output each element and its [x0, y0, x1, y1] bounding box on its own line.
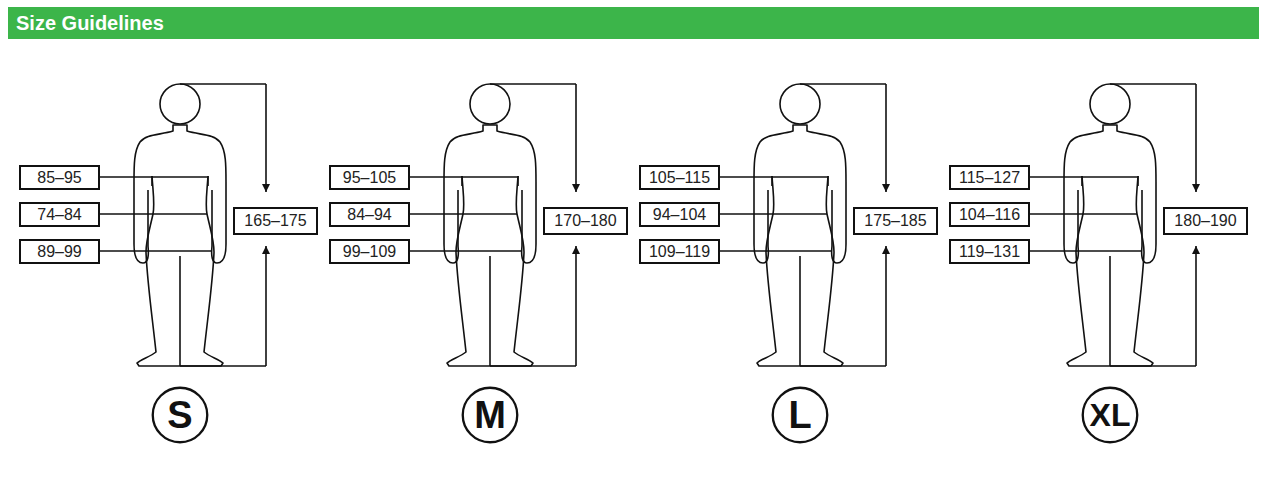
- measure-range: 119–131: [959, 243, 1020, 261]
- height-range-box: 180–190: [1163, 207, 1248, 235]
- measure-range: 74–84: [37, 206, 82, 224]
- waist-range-box: 94–104: [639, 202, 720, 227]
- size-letter: S: [167, 394, 192, 437]
- hip-range-box: 89–99: [19, 239, 100, 264]
- measure-range: 84–94: [347, 206, 392, 224]
- size-letter: M: [474, 394, 506, 437]
- height-range-box: 175–185: [853, 207, 938, 235]
- measure-range: 165–175: [244, 212, 306, 230]
- measure-range: 99–109: [343, 243, 396, 261]
- height-range-box: 170–180: [543, 207, 628, 235]
- height-range-box: 165–175: [233, 207, 318, 235]
- size-letter: L: [788, 394, 811, 437]
- hip-range-box: 119–131: [949, 239, 1030, 264]
- measure-range: 115–127: [959, 169, 1020, 187]
- size-letter: XL: [1090, 397, 1131, 434]
- measure-range: 180–190: [1174, 212, 1236, 230]
- hip-range-box: 109–119: [639, 239, 720, 264]
- title-bar: Size Guidelines: [8, 7, 1259, 39]
- waist-range-box: 74–84: [19, 202, 100, 227]
- measure-range: 109–119: [649, 243, 710, 261]
- measure-range: 85–95: [37, 169, 82, 187]
- measure-range: 94–104: [653, 206, 706, 224]
- chest-range-box: 115–127: [949, 165, 1030, 190]
- waist-range-box: 104–116: [949, 202, 1030, 227]
- chest-range-box: 85–95: [19, 165, 100, 190]
- measure-range: 170–180: [554, 212, 616, 230]
- title-text: Size Guidelines: [8, 7, 164, 39]
- size-circle: L: [771, 386, 829, 444]
- size-circle: XL: [1081, 386, 1139, 444]
- measure-range: 175–185: [864, 212, 926, 230]
- measure-range: 95–105: [343, 169, 396, 187]
- measure-range: 105–115: [649, 169, 710, 187]
- chest-range-box: 105–115: [639, 165, 720, 190]
- waist-range-box: 84–94: [329, 202, 410, 227]
- chest-range-box: 95–105: [329, 165, 410, 190]
- hip-range-box: 99–109: [329, 239, 410, 264]
- measure-range: 104–116: [959, 206, 1020, 224]
- size-circle: M: [461, 386, 519, 444]
- size-circle: S: [151, 386, 209, 444]
- measure-range: 89–99: [37, 243, 82, 261]
